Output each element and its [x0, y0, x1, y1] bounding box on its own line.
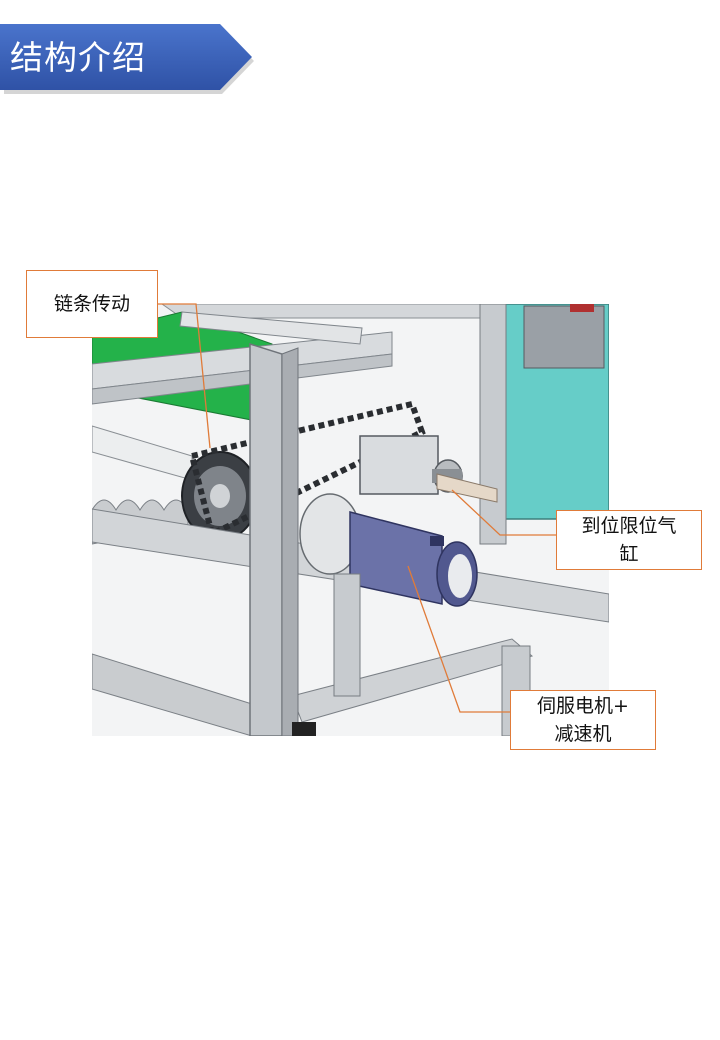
page-title: 结构介绍 — [10, 38, 146, 77]
callout-servo-line1: 伺服电机+ — [537, 695, 629, 717]
chain-drive — [181, 400, 426, 541]
machine-illustration — [92, 304, 609, 736]
callout-limit-cylinder-line2: 缸 — [619, 543, 639, 565]
callout-servo-motor: 伺服电机+ 减速机 — [510, 690, 656, 750]
front-post — [249, 342, 283, 736]
callout-chain-drive-text: 链条传动 — [53, 293, 130, 315]
callout-chain-drive: 链条传动 — [26, 270, 158, 338]
callout-limit-cylinder: 到位限位气 缸 — [556, 510, 702, 570]
banner-arrow-shape — [0, 24, 254, 94]
title-banner: 结构介绍 — [0, 22, 260, 94]
callout-servo-line2: 减速机 — [554, 723, 612, 745]
callout-limit-cylinder-line1: 到位限位气 — [581, 515, 677, 537]
